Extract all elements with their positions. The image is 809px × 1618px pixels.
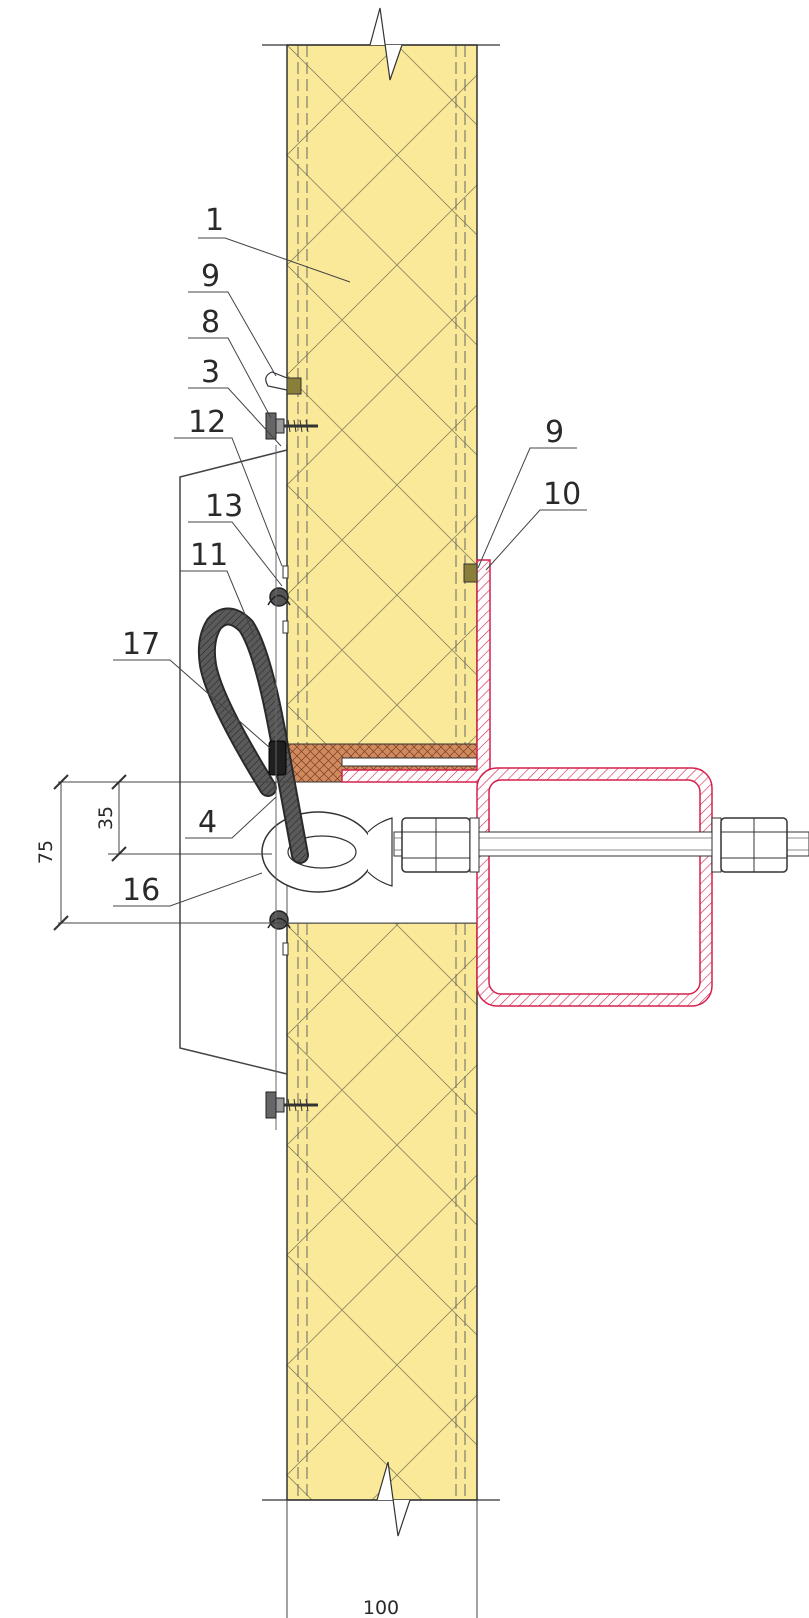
dimension-35: 35: [95, 806, 117, 830]
callout-11: 11: [190, 538, 228, 573]
spacer-upper: [265, 371, 302, 395]
top-break-line: [262, 7, 500, 81]
callout-9-upper: 9: [201, 259, 220, 294]
callout-8: 8: [201, 305, 220, 340]
flashing: [179, 445, 288, 1130]
callout-16: 16: [122, 873, 160, 908]
steel-tube: [476, 767, 713, 1007]
callout-3: 3: [201, 355, 220, 390]
dimension-100: 100: [363, 1597, 399, 1618]
clip-lower: [267, 910, 291, 956]
callout-10: 10: [543, 477, 581, 512]
callout-9-right: 9: [545, 415, 564, 450]
nut-right: [711, 817, 788, 873]
leader-lines: [113, 237, 587, 907]
lower-panel: [286, 922, 478, 1501]
screw-lower: [265, 1091, 318, 1119]
upper-panel: [286, 44, 478, 783]
clip-upper: [267, 565, 291, 634]
cable-clamp: [268, 740, 287, 776]
callout-17: 17: [122, 627, 160, 662]
callout-1: 1: [205, 203, 224, 238]
bottom-break-line: [262, 1461, 500, 1537]
dimension-lines: [53, 774, 478, 1618]
spacer-right: [463, 563, 478, 583]
screw-upper: [265, 412, 318, 440]
callout-12: 12: [188, 405, 226, 440]
callout-13: 13: [205, 489, 243, 524]
nut-left: [401, 817, 480, 873]
steel-angle: [341, 559, 491, 783]
dimension-75: 75: [35, 840, 57, 864]
cable-loop: [197, 607, 309, 864]
callout-4: 4: [198, 805, 217, 840]
